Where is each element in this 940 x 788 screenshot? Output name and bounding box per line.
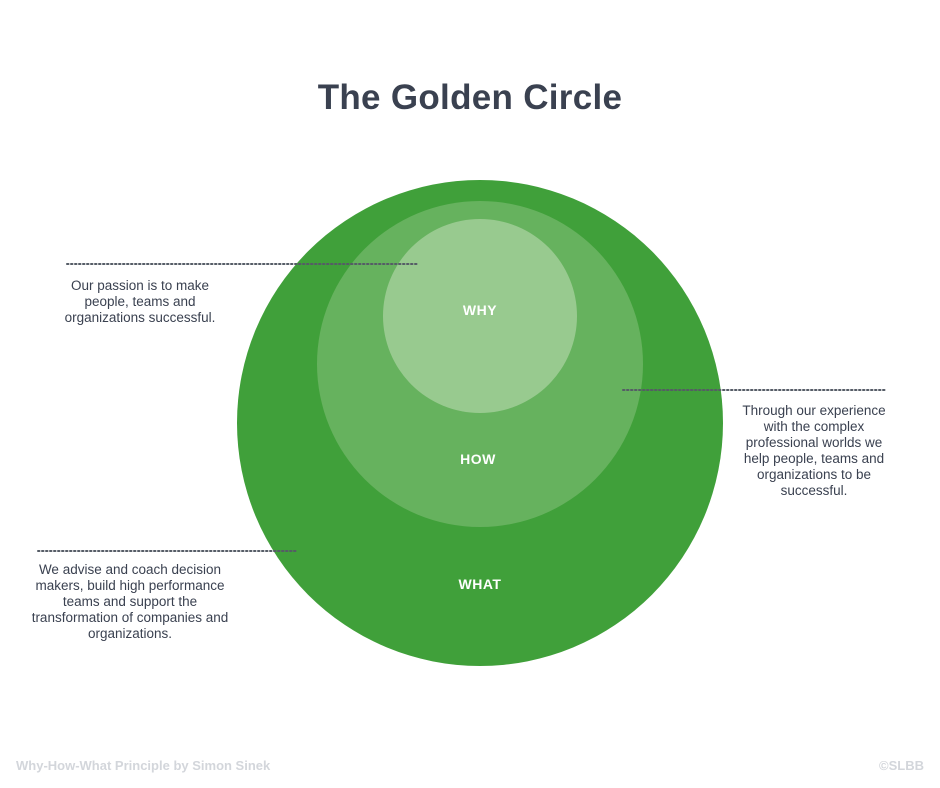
footer-copyright: ©SLBB	[879, 758, 924, 773]
what-description-line: teams and support the	[62, 594, 198, 609]
what-label: WHAT	[459, 576, 502, 592]
how-description-line: Through our experience	[742, 403, 886, 418]
how-description: Through our experience with the complex …	[726, 403, 902, 499]
what-description-line: transformation of companies and	[31, 610, 229, 625]
footer-credit: Why-How-What Principle by Simon Sinek	[16, 758, 271, 773]
why-description-line: Our passion is to make	[70, 278, 210, 293]
why-circle	[383, 219, 577, 413]
what-description-line: organizations.	[87, 626, 173, 641]
what-description-line: makers, build high performance	[35, 578, 225, 593]
why-description: Our passion is to make people, teams and…	[40, 278, 240, 326]
how-description-line: help people, teams and	[743, 451, 885, 466]
how-description-line: with the complex	[763, 419, 865, 434]
how-description-line: successful.	[780, 483, 848, 498]
why-description-line: people, teams and	[84, 294, 196, 309]
how-label: HOW	[460, 451, 496, 467]
how-description-line: organizations to be	[756, 467, 872, 482]
how-description-line: professional worlds we	[745, 435, 883, 450]
page-title: The Golden Circle	[317, 78, 623, 117]
why-label: WHY	[463, 302, 497, 318]
why-description-line: organizations successful.	[64, 310, 216, 325]
what-description-line: We advise and coach decision	[38, 562, 222, 577]
what-description: We advise and coach decision makers, bui…	[12, 562, 248, 642]
